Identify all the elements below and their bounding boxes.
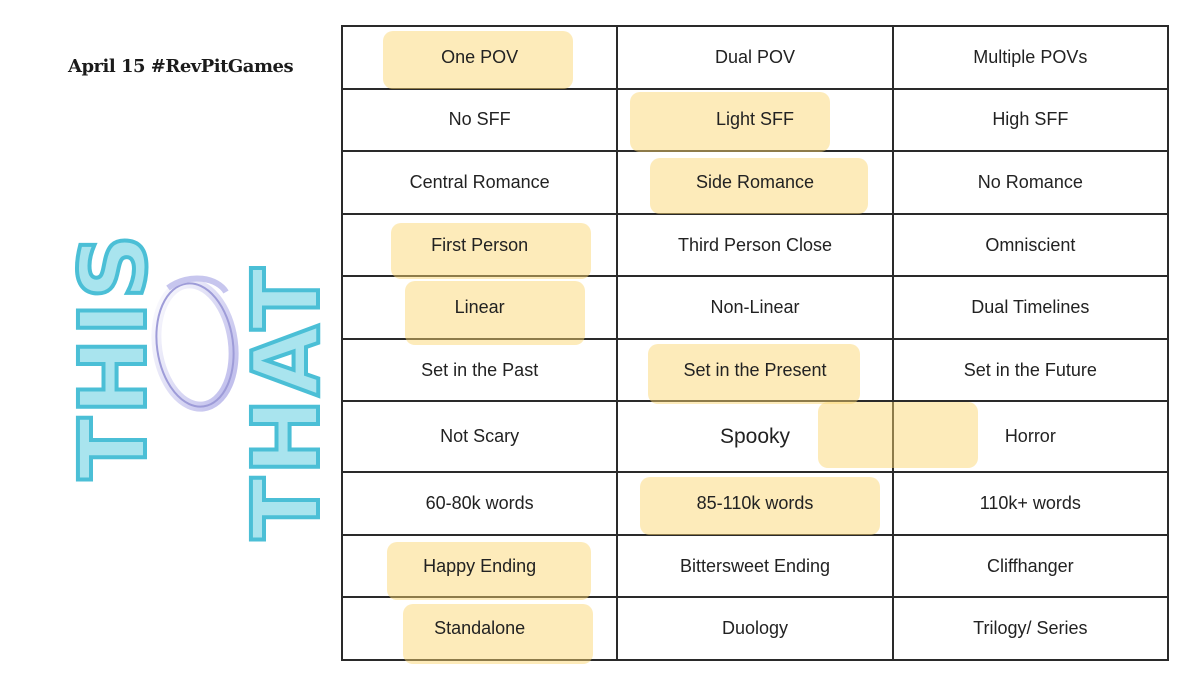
table-row: No SFF Light SFF High SFF [340, 87, 1170, 153]
cell-label: Dual Timelines [971, 297, 1090, 318]
table-cell: Not Scary [340, 400, 619, 474]
cell-label: Omniscient [985, 234, 1076, 255]
table-cell: 110k+ words [891, 471, 1170, 536]
table-cell: Central Romance [340, 150, 619, 215]
table-row: Set in the Past Set in the Present Set in … [340, 337, 1170, 404]
table-cell: Spooky [616, 400, 979, 474]
cell-label: Side Romance [695, 171, 815, 192]
table-cell: Dual Timelines [891, 275, 1170, 340]
cell-label: High SFF [992, 109, 1069, 130]
cell-label: Linear [454, 297, 505, 318]
cell-label: Third Person Close [677, 234, 833, 255]
choices-table: One POV Dual POV Multiple POVs No SFF Light … [340, 25, 1170, 665]
cell-label: Dual POV [714, 46, 796, 67]
or-connector-icon [151, 275, 239, 412]
table-cell: Happy Ending [340, 533, 619, 600]
table-cell: Dual POV [616, 25, 894, 90]
table-cell: Set in the Present [616, 337, 894, 404]
cell-label: Trilogy/ Series [973, 618, 1088, 639]
cell-label: 110k+ words [979, 492, 1081, 513]
cell-label: Set in the Future [963, 359, 1097, 380]
table-cell: Light SFF [616, 87, 894, 153]
table-cell: Standalone [340, 596, 619, 665]
cell-label: Duology [721, 618, 789, 639]
cell-label: No SFF [448, 109, 511, 130]
table-cell: Duology [616, 596, 894, 661]
cell-label: Non-Linear [710, 297, 800, 318]
table-cell: 85-110k words [616, 471, 894, 536]
table-cell: 60-80k words [340, 471, 619, 536]
table-cell: Linear [340, 275, 619, 346]
table-cell: Omniscient [891, 212, 1170, 278]
table-cell: No Romance [891, 150, 1170, 215]
cell-label: First Person [431, 234, 529, 255]
table-cell: Non-Linear [616, 275, 894, 340]
cell-label: One POV [441, 46, 519, 67]
this-or-that-logo: THIS THAT [58, 230, 340, 542]
cell-label: Horror [1004, 426, 1056, 447]
page-title: April 15 #RevPitGames [68, 56, 294, 77]
cell-label: Set in the Present [683, 359, 827, 380]
cell-label: Bittersweet Ending [679, 555, 831, 576]
table-row: Central Romance Side Romance No Romance [340, 150, 1170, 215]
cell-label: 60-80k words [425, 492, 534, 513]
table-row: Happy Ending Bittersweet Ending Cliffhange… [340, 533, 1170, 600]
table-row: Linear Non-Linear Dual Timelines [340, 275, 1170, 346]
cell-label: Standalone [434, 618, 526, 639]
cell-label: Not Scary [440, 426, 520, 447]
table-row: Standalone Duology Trilogy/ Series [340, 596, 1170, 665]
cell-label: 85-110k words [696, 492, 814, 513]
table-cell: One POV [340, 25, 619, 90]
table-cell: Set in the Past [340, 337, 619, 403]
table-cell: Horror [891, 400, 1170, 474]
table-cell: High SFF [891, 87, 1170, 153]
that-word-logo: THAT [231, 263, 340, 542]
cell-label: Set in the Past [421, 359, 539, 380]
logo-word-that: THAT [233, 265, 340, 540]
table-cell: Trilogy/ Series [891, 596, 1170, 661]
table-cell: Side Romance [616, 150, 894, 215]
table-cell: Third Person Close [616, 212, 894, 278]
table-row: First Person Third Person Close Omniscient [340, 212, 1170, 279]
table-cell: No SFF [340, 87, 619, 153]
table-cell: Set in the Future [891, 337, 1170, 403]
cell-label: Multiple POVs [973, 46, 1088, 67]
table-cell: Bittersweet Ending [616, 533, 894, 599]
table-row: Not Scary Spooky Horror [340, 400, 1170, 474]
table-cell: Cliffhanger [891, 533, 1170, 599]
this-word-logo: THIS [58, 230, 169, 482]
table-cell: Multiple POVs [891, 25, 1170, 90]
logo-word-this: THIS [60, 232, 167, 480]
cell-label: Cliffhanger [986, 555, 1074, 576]
table-row: One POV Dual POV Multiple POVs [340, 25, 1170, 90]
cell-label: Spooky [719, 424, 791, 448]
cell-label: No Romance [977, 171, 1083, 192]
table-row: 60-80k words 85-110k words 110k+ words [340, 471, 1170, 536]
cell-label: Central Romance [409, 171, 550, 192]
cell-label: Light SFF [715, 109, 794, 130]
cell-label: Happy Ending [423, 555, 537, 576]
table-cell: First Person [340, 212, 619, 279]
